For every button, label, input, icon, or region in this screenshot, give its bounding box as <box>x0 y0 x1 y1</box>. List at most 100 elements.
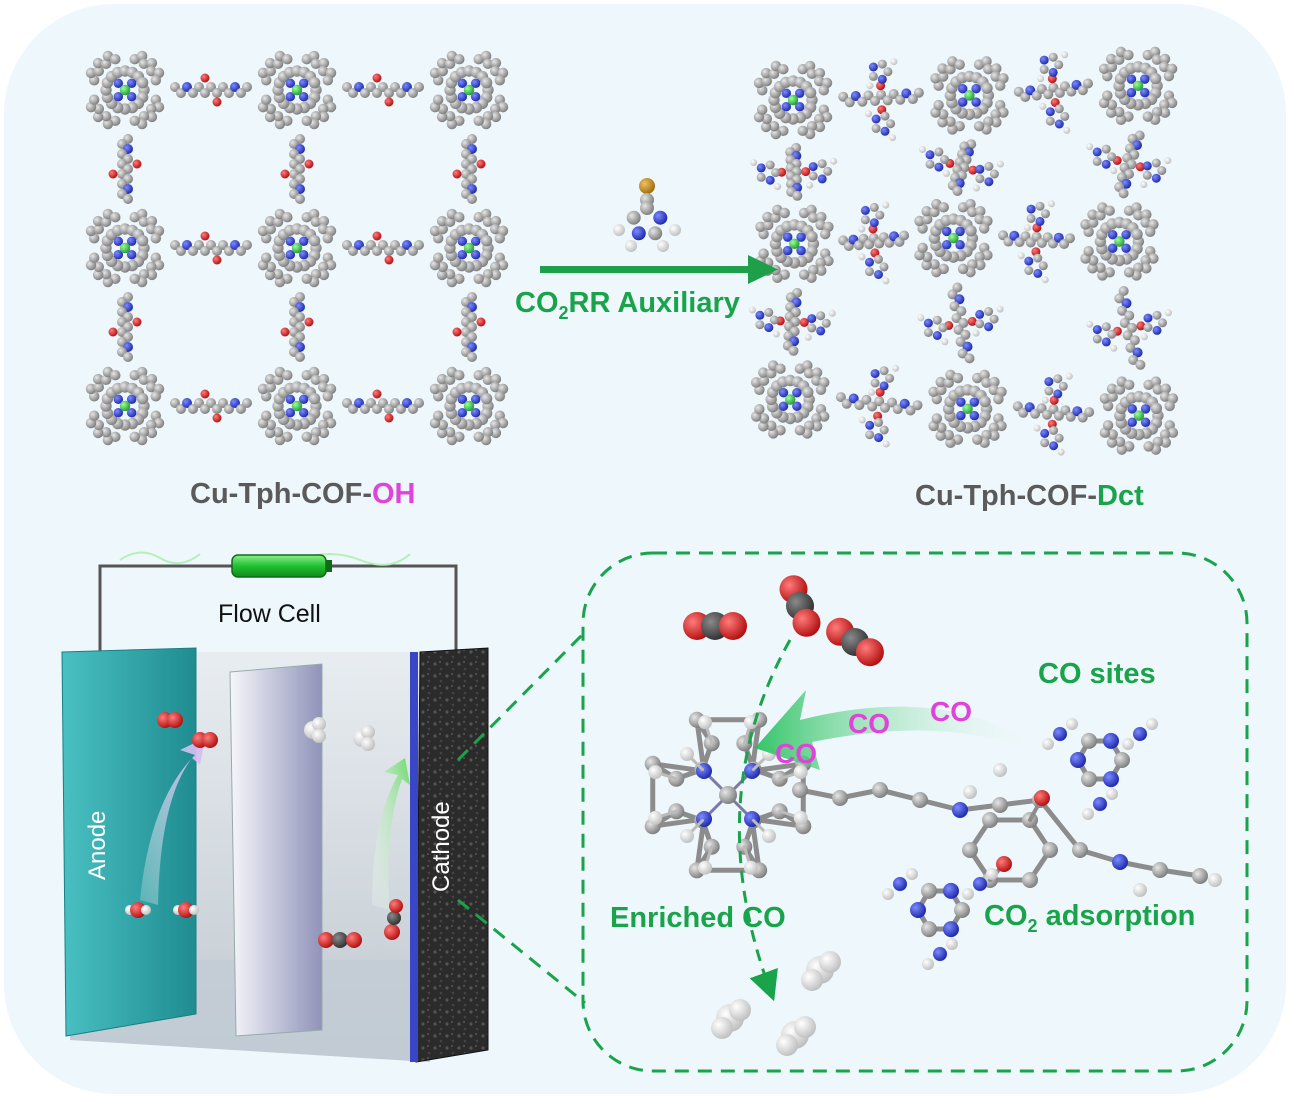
atom <box>823 255 834 267</box>
atom <box>758 375 770 386</box>
atom <box>282 369 293 381</box>
atom <box>779 207 790 219</box>
atom <box>361 725 375 739</box>
atom <box>1123 49 1134 61</box>
atom <box>497 259 509 271</box>
atom <box>1065 233 1075 244</box>
atom <box>983 63 994 75</box>
atom <box>1158 318 1167 328</box>
atom <box>986 868 998 880</box>
atom <box>1086 143 1094 151</box>
atom <box>1151 158 1161 168</box>
atom <box>264 57 276 69</box>
atom <box>782 245 793 256</box>
atom <box>141 905 151 915</box>
atom <box>1017 252 1025 260</box>
atom <box>132 159 142 169</box>
atom <box>1083 245 1094 257</box>
atom <box>807 314 817 324</box>
atom <box>996 305 1004 313</box>
atom <box>146 373 158 385</box>
atom <box>470 91 481 102</box>
atom <box>463 400 475 412</box>
atom <box>384 97 394 107</box>
flow-cell-label: Flow Cell <box>218 600 321 628</box>
atom <box>1034 790 1050 806</box>
atom <box>882 888 894 900</box>
atom <box>1107 152 1117 162</box>
atom <box>794 1016 816 1038</box>
co-sites-label: CO sites <box>1038 658 1156 690</box>
atom <box>301 431 312 443</box>
co-tag-2: CO <box>848 708 890 739</box>
atom <box>470 249 481 260</box>
atom <box>1101 159 1111 169</box>
atom <box>1143 313 1153 323</box>
atom <box>969 410 980 421</box>
atom <box>93 65 105 77</box>
atom <box>457 91 468 102</box>
atom <box>88 94 100 105</box>
atom <box>648 765 663 780</box>
atom <box>136 208 148 220</box>
atom <box>318 427 330 439</box>
atom <box>870 369 880 379</box>
co-tag-3: CO <box>930 696 972 727</box>
atom <box>123 194 133 204</box>
atom <box>1040 428 1050 438</box>
atom <box>126 78 137 89</box>
atom <box>1159 107 1171 118</box>
atom <box>298 78 309 89</box>
atom <box>945 63 956 75</box>
atom <box>325 259 337 271</box>
atom <box>680 747 694 761</box>
atom <box>476 159 486 169</box>
atom <box>242 82 252 92</box>
atom <box>799 317 809 327</box>
atom <box>774 183 782 191</box>
atom <box>85 67 97 79</box>
atom <box>972 184 980 192</box>
atom <box>639 178 655 194</box>
atom <box>1167 427 1179 438</box>
atom <box>212 413 222 423</box>
atom <box>454 211 465 223</box>
atom <box>698 860 713 875</box>
atom <box>640 201 654 215</box>
atom <box>110 369 121 381</box>
atom <box>482 110 494 122</box>
atom <box>1054 119 1064 129</box>
atom <box>291 84 303 96</box>
atom <box>138 216 150 228</box>
atom <box>793 810 808 825</box>
flow-cell-molecules <box>125 712 403 948</box>
atom <box>711 1017 733 1039</box>
atom <box>793 765 808 780</box>
atom <box>945 116 956 127</box>
atom <box>989 430 1000 441</box>
atom <box>753 77 765 89</box>
atom <box>771 168 781 178</box>
atom <box>1044 386 1054 396</box>
atom <box>126 407 137 418</box>
atom <box>1035 201 1045 211</box>
atom <box>794 425 806 436</box>
atom <box>858 225 866 233</box>
atom <box>613 224 625 236</box>
atom <box>863 90 874 101</box>
atom <box>973 120 985 132</box>
atom <box>1160 383 1172 394</box>
atom <box>933 947 947 961</box>
atom <box>932 331 942 340</box>
atom <box>1095 262 1106 273</box>
atom <box>1135 162 1145 172</box>
atom <box>844 97 855 108</box>
atom <box>1066 718 1078 730</box>
atom <box>971 97 981 107</box>
atom <box>879 425 889 435</box>
atom <box>956 306 967 317</box>
atom <box>941 338 949 346</box>
atom <box>138 58 150 70</box>
atom <box>806 230 818 243</box>
atom <box>1159 61 1170 73</box>
